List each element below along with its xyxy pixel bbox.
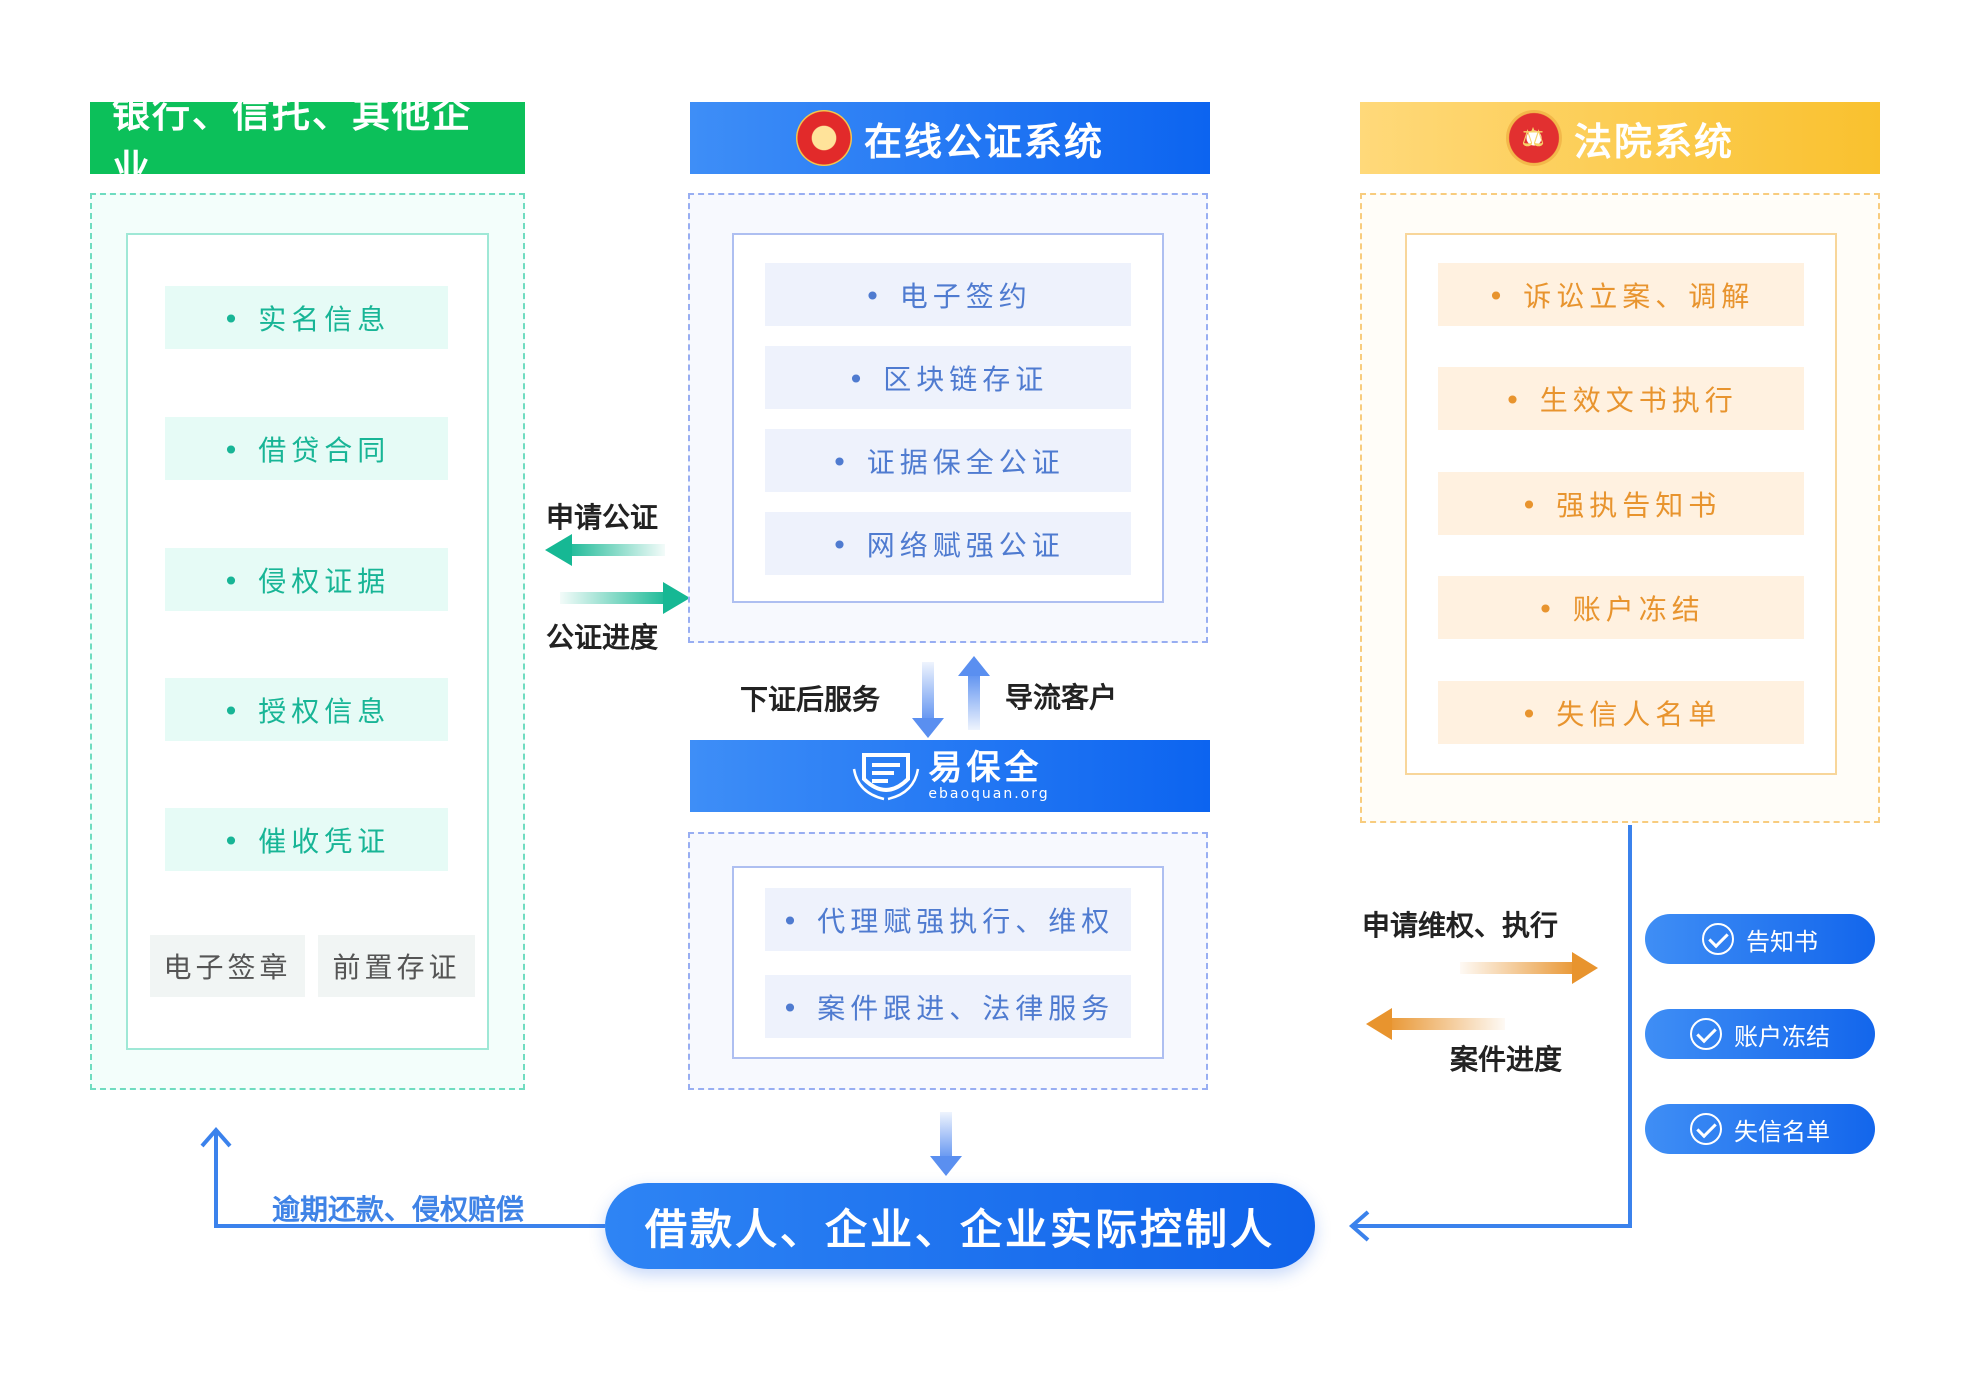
notary-item-evidence-preservation: • 证据保全公证 (765, 429, 1131, 492)
bank-item-real-name: • 实名信息 (165, 286, 448, 349)
label-divert-customer: 导流客户 (1005, 681, 1118, 714)
bank-item-loan-contract: • 借贷合同 (165, 417, 448, 480)
arrow-notary-progress (560, 582, 690, 614)
bank-panel-inner (126, 233, 489, 1050)
notary-panel-title: 在线公证系统 (863, 119, 1104, 164)
court-action-notice-label: 告知书 (1746, 927, 1818, 956)
ebaoquan-brand: 易保全 (928, 748, 1043, 788)
ebaoquan-logo-icon (853, 753, 920, 801)
ebaoquan-header: 易保全 ebaoquan.org (690, 740, 1210, 812)
ebaoquan-item-agency-enforcement: • 代理赋强执行、维权 (765, 888, 1131, 951)
bank-item-collection-voucher: • 催收凭证 (165, 808, 448, 871)
arrow-post-service (912, 662, 944, 738)
ebaoquan-item-case-follow: • 案件跟进、法律服务 (765, 975, 1131, 1038)
notary-item-network-enforcement: • 网络赋强公证 (765, 512, 1131, 575)
label-apply-notary: 申请公证 (546, 501, 659, 534)
line-court-to-target (1348, 825, 1632, 1242)
court-item-enforcement-notice: • 强执告知书 (1438, 472, 1804, 535)
label-case-progress: 案件进度 (1450, 1043, 1563, 1076)
ebaoquan-domain: ebaoquan.org (928, 786, 1050, 802)
bank-item-e-seal: 电子签章 (150, 935, 305, 997)
check-icon (1690, 1018, 1722, 1050)
arrow-to-target (930, 1112, 962, 1176)
line-target-to-bank (200, 1126, 605, 1228)
label-overdue: 逾期还款、侵权赔偿 (272, 1193, 525, 1226)
court-panel-title: 法院系统 (1573, 119, 1734, 164)
court-action-dishonest: 失信名单 (1645, 1104, 1875, 1154)
bank-item-pre-deposit: 前置存证 (318, 935, 475, 997)
court-action-freeze-label: 账户冻结 (1734, 1022, 1830, 1051)
notary-item-e-sign: • 电子签约 (765, 263, 1131, 326)
court-panel-header: 法院系统 (1360, 102, 1880, 174)
notary-panel-header: 在线公证系统 (690, 102, 1210, 174)
court-item-account-freeze: • 账户冻结 (1438, 576, 1804, 639)
court-item-dishonest-list: • 失信人名单 (1438, 681, 1804, 744)
check-icon (1702, 923, 1734, 955)
court-action-notice: 告知书 (1645, 914, 1875, 964)
target-borrower: 借款人、企业、企业实际控制人 (605, 1183, 1315, 1269)
national-emblem-icon (795, 110, 852, 166)
court-item-judgment-execution: • 生效文书执行 (1438, 367, 1804, 430)
bank-item-authorization: • 授权信息 (165, 678, 448, 741)
bank-panel-title: 银行、信托、其他企业.. (90, 92, 525, 191)
court-item-litigation: • 诉讼立案、调解 (1438, 263, 1804, 326)
bank-item-infringement-evidence: • 侵权证据 (165, 548, 448, 611)
arrow-divert-customer (958, 656, 990, 730)
court-action-dishonest-label: 失信名单 (1734, 1117, 1830, 1146)
court-emblem-icon (1505, 110, 1562, 166)
check-icon (1690, 1113, 1722, 1145)
arrow-case-progress (1366, 1008, 1505, 1040)
arrow-apply-enforce (1460, 952, 1598, 984)
notary-item-blockchain: • 区块链存证 (765, 346, 1131, 409)
label-post-service: 下证后服务 (740, 683, 881, 716)
label-apply-enforce: 申请维权、执行 (1362, 909, 1559, 942)
court-action-freeze: 账户冻结 (1645, 1009, 1875, 1059)
arrow-apply-notary (545, 534, 665, 566)
label-notary-progress: 公证进度 (546, 621, 659, 654)
